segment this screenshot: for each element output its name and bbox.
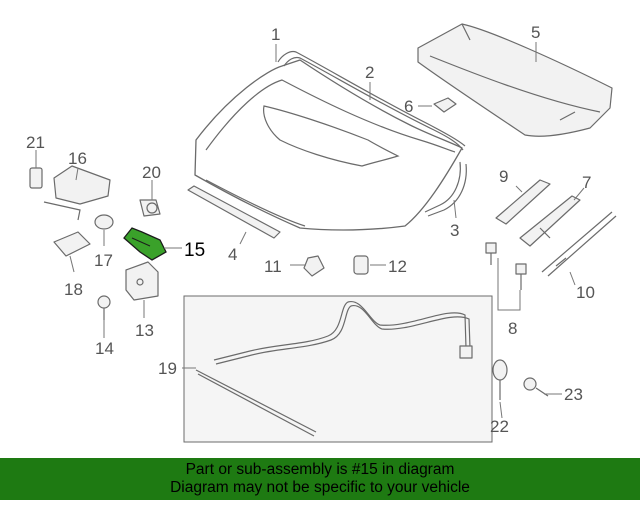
part-1-hood xyxy=(194,59,463,231)
part-11-bumper xyxy=(303,255,325,277)
callout-23: 23 xyxy=(564,385,583,404)
callout-22: 22 xyxy=(490,417,509,436)
part-2-hood-seal xyxy=(277,50,466,151)
callout-3: 3 xyxy=(450,221,459,240)
part-20-grommet xyxy=(139,199,161,217)
part-13-latch xyxy=(125,261,159,301)
callout-12: 12 xyxy=(388,257,407,276)
part-15-highlighted xyxy=(123,227,167,261)
part-7-hinge xyxy=(519,195,581,247)
callout-17: 17 xyxy=(94,251,113,270)
callout-8: 8 xyxy=(508,319,517,338)
part-23-bolt xyxy=(523,377,549,397)
part-14-bolt xyxy=(97,295,111,320)
callout-16: 16 xyxy=(68,149,87,168)
part-4-front-strip xyxy=(187,185,281,239)
callout-1: 1 xyxy=(271,25,280,44)
part-19-release-cable xyxy=(183,295,493,443)
callout-21: 21 xyxy=(26,133,45,152)
part-10-strut xyxy=(541,211,617,277)
part-6-bracket xyxy=(433,97,457,113)
leader-lines xyxy=(35,42,585,419)
callout-11: 11 xyxy=(264,257,282,276)
part-12-plug xyxy=(353,255,369,275)
callout-10: 10 xyxy=(576,283,595,302)
info-banner: Part or sub-assembly is #15 in diagram D… xyxy=(0,458,640,500)
callout-14: 14 xyxy=(95,339,114,358)
callout-6: 6 xyxy=(404,97,413,116)
exploded-parts-diagram: 1 2 3 4 5 6 7 8 9 10 11 12 13 14 15 16 1… xyxy=(26,23,617,443)
part-17-bumper xyxy=(94,214,114,230)
callout-18: 18 xyxy=(64,280,83,299)
callout-15-highlighted: 15 xyxy=(184,240,205,261)
part-16-bracket xyxy=(43,165,111,221)
part-8-bolts xyxy=(485,242,527,290)
callout-20: 20 xyxy=(142,163,161,182)
part-5-insulator xyxy=(417,23,613,137)
callout-2: 2 xyxy=(365,63,374,82)
part-22-grommet xyxy=(492,359,508,400)
part-21-clip xyxy=(29,167,43,189)
callout-7: 7 xyxy=(582,173,591,192)
part-18-latch-plate xyxy=(53,231,91,257)
part-3-seal-strip xyxy=(424,161,467,217)
callout-5: 5 xyxy=(531,23,540,42)
callout-9: 9 xyxy=(499,167,508,186)
callout-4: 4 xyxy=(228,245,237,264)
callout-13: 13 xyxy=(135,321,154,340)
callout-19: 19 xyxy=(158,359,177,378)
callout-labels: 1 2 3 4 5 6 7 8 9 10 11 12 13 14 15 16 1… xyxy=(26,23,595,436)
banner-line-1: Part or sub-assembly is #15 in diagram xyxy=(185,461,455,478)
banner-line-2: Diagram may not be specific to your vehi… xyxy=(170,479,470,496)
part-9-hinge xyxy=(495,179,551,225)
